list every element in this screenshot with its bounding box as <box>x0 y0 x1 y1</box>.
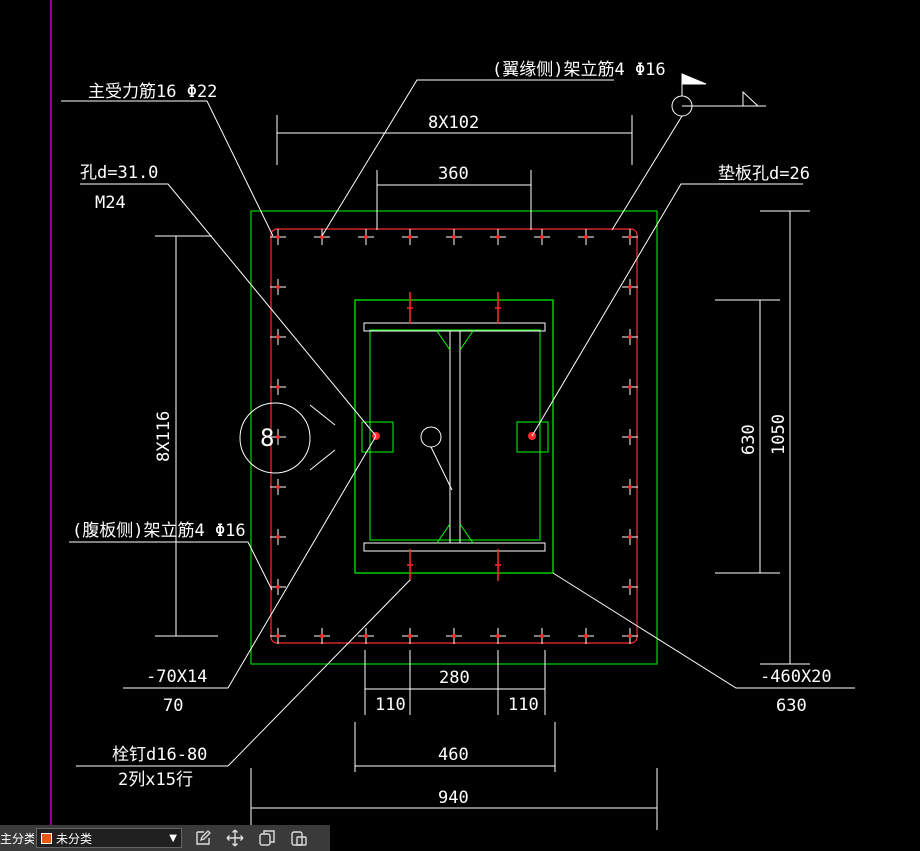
rebar-mark <box>270 479 286 495</box>
stud-marks <box>407 292 501 581</box>
dim-right-inner: 630 <box>739 424 759 455</box>
callout-bubble <box>239 402 336 474</box>
label-bolt: M24 <box>95 193 126 213</box>
category-label: 主分类 <box>0 831 34 846</box>
rebar-mark <box>270 229 286 245</box>
rebar-mark <box>578 628 594 644</box>
rebar-mark <box>270 628 286 644</box>
label-base-plate: -460X20 <box>760 667 832 687</box>
chevron-down-icon: ▼ <box>169 832 177 844</box>
label-base-plate-len: 630 <box>776 696 807 716</box>
rebar-mark <box>446 229 462 245</box>
dim-bottom-plate: 460 <box>438 745 469 765</box>
rebar-mark <box>534 229 550 245</box>
copy-icon[interactable] <box>256 827 278 849</box>
dim-bottom-total: 940 <box>438 788 469 808</box>
layer-select-value: 未分类 <box>56 831 93 846</box>
move-icon[interactable] <box>224 827 246 849</box>
label-web-rebar: (腹板侧)架立筋4 Φ16 <box>72 521 246 541</box>
rebar-mark <box>622 529 638 545</box>
edit-icon[interactable] <box>192 827 214 849</box>
bolt-hole-right <box>516 421 549 453</box>
layer-color-swatch <box>41 832 52 844</box>
label-main-rebar: 主受力筋16 Φ22 <box>88 82 217 102</box>
paste-icon[interactable] <box>288 827 310 849</box>
status-bar: 主分类 未分类 ▼ <box>0 825 330 851</box>
rebar-mark <box>622 628 638 644</box>
rebar-mark <box>358 229 374 245</box>
callout-number: 8 <box>260 424 274 452</box>
rebar-mark <box>622 479 638 495</box>
rebar-mark <box>270 579 286 595</box>
dimension-lines <box>155 115 810 830</box>
rebar-mark <box>578 229 594 245</box>
dim-bottom-mid: 280 <box>439 668 470 688</box>
rebar-mark <box>622 329 638 345</box>
rebar-mark <box>270 329 286 345</box>
layer-select[interactable]: 未分类 ▼ <box>36 828 182 848</box>
rebar-mark <box>622 229 638 245</box>
dim-top-outer: 8X102 <box>428 113 479 133</box>
label-hole: 孔d=31.0 <box>80 163 158 183</box>
dim-left-side: 8X116 <box>154 411 174 462</box>
label-washer-hole: 垫板孔d=26 <box>718 164 810 184</box>
label-stud: 栓钉d16-80 <box>112 745 207 765</box>
rebar-mark <box>490 628 506 644</box>
rebar-mark <box>622 429 638 445</box>
rebar-mark <box>446 628 462 644</box>
rebar-mark <box>622 579 638 595</box>
steel-fillets <box>436 330 474 544</box>
rebar-mark <box>622 379 638 395</box>
rebar-mark <box>358 628 374 644</box>
label-stiffener: -70X14 <box>146 667 207 687</box>
dim-bottom-right: 110 <box>508 695 539 715</box>
base-plate <box>354 299 554 574</box>
rebar-mark <box>402 628 418 644</box>
label-stud-layout: 2列x15行 <box>118 770 193 790</box>
concrete-outline <box>250 210 658 665</box>
rebar-marks <box>270 229 638 644</box>
dim-right-outer: 1050 <box>769 414 789 455</box>
leader-lines <box>61 79 855 767</box>
section-flag <box>611 73 766 231</box>
rebar-mark <box>270 429 286 445</box>
web-leader <box>430 446 453 491</box>
rebar-mark <box>622 279 638 295</box>
rebar-mark <box>490 229 506 245</box>
rebar-cage <box>270 228 638 644</box>
rebar-mark <box>314 628 330 644</box>
rebar-mark <box>534 628 550 644</box>
label-flange-rebar: (翼缘侧)架立筋4 Φ16 <box>492 60 666 80</box>
web-circle <box>420 426 442 448</box>
rebar-mark <box>270 279 286 295</box>
rebar-mark <box>314 229 330 245</box>
steel-h-section <box>363 322 546 552</box>
dim-top-inner: 360 <box>438 164 469 184</box>
rebar-mark <box>270 379 286 395</box>
base-plate-inner <box>369 329 541 541</box>
bolt-hole-left <box>361 421 394 453</box>
rebar-mark <box>402 229 418 245</box>
dim-bottom-left: 110 <box>375 695 406 715</box>
rebar-mark <box>270 529 286 545</box>
label-stiffener-len: 70 <box>163 696 183 716</box>
